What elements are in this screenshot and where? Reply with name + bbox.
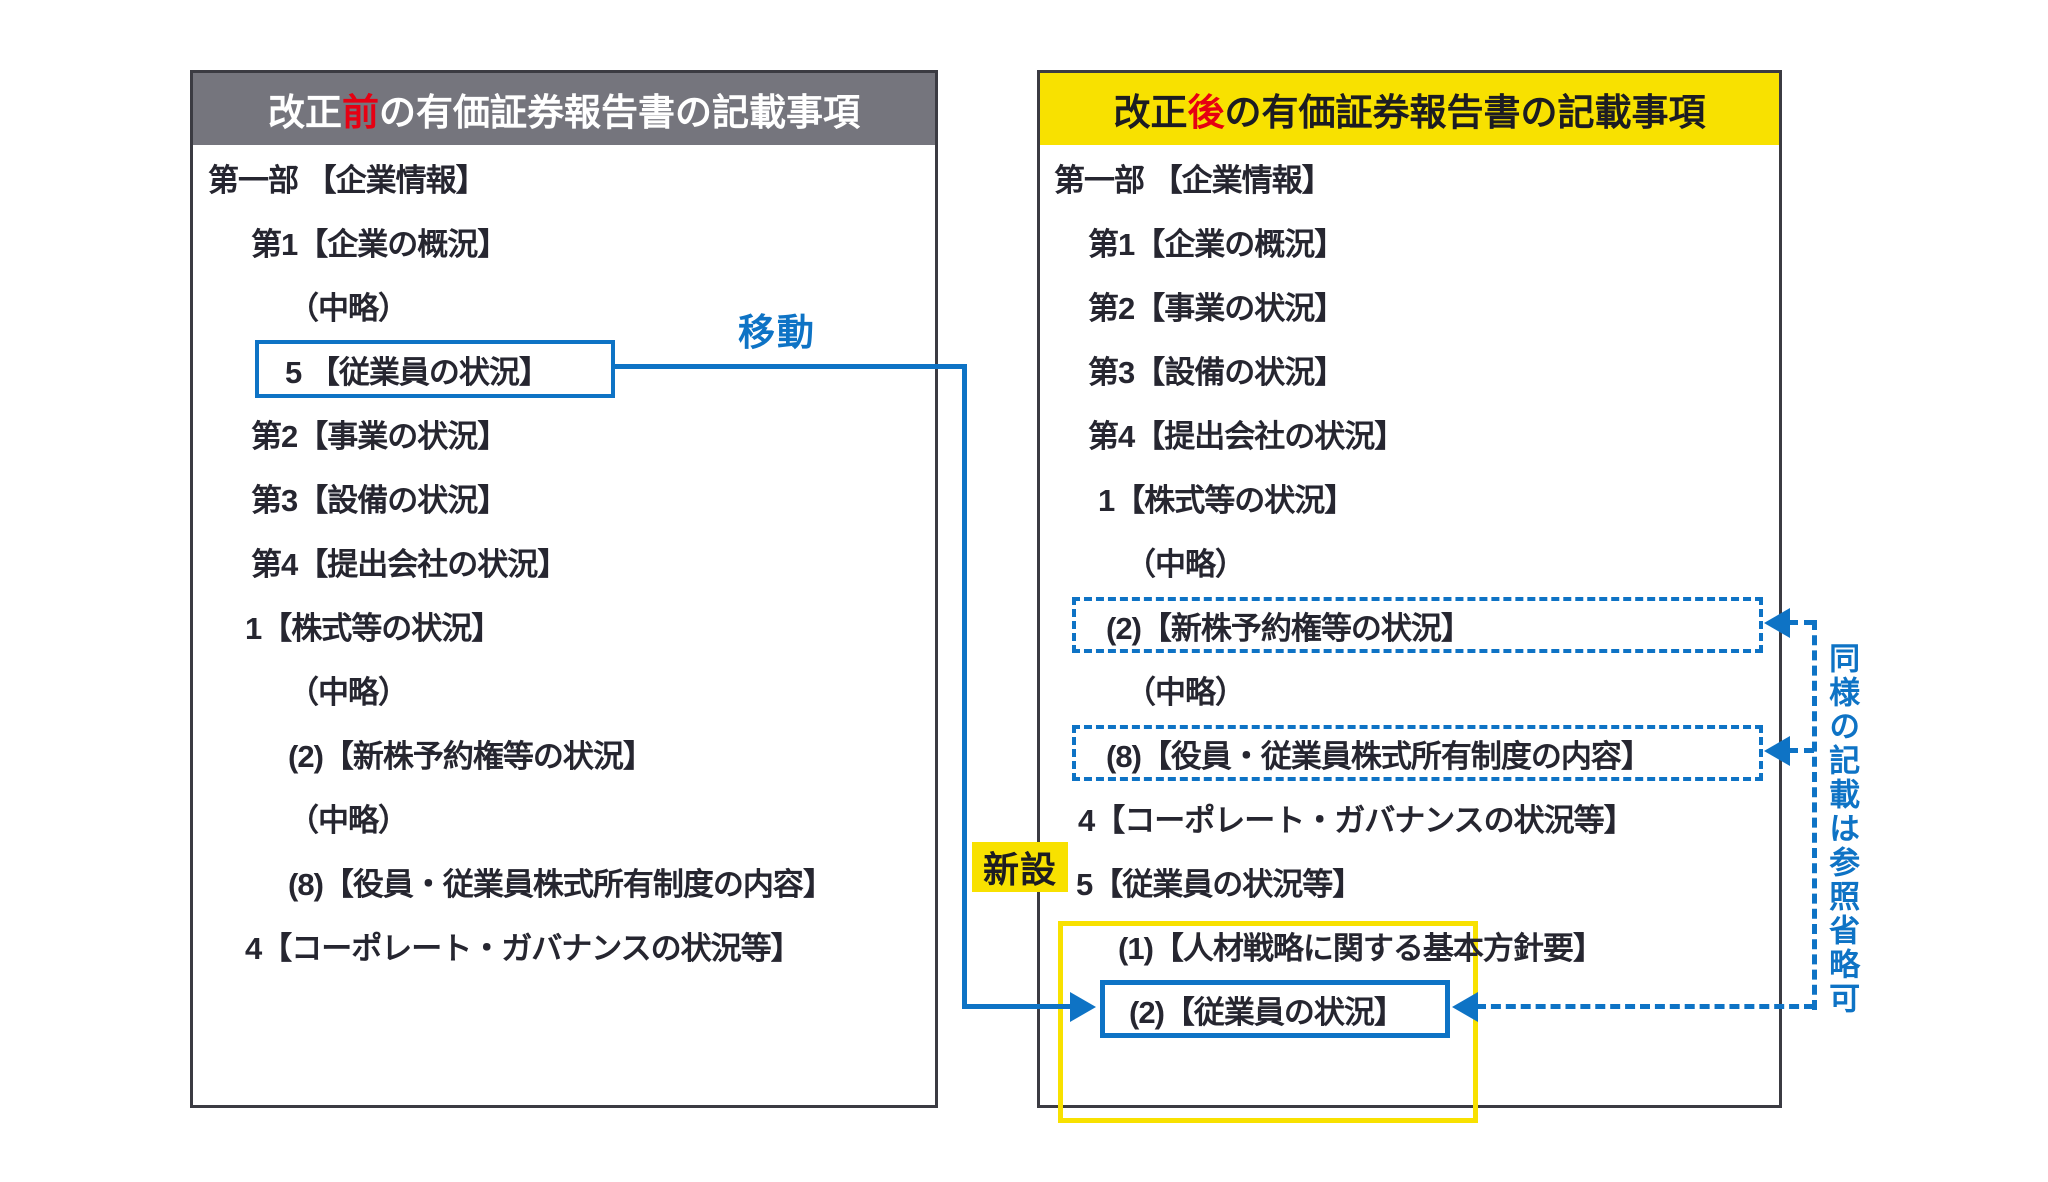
move-connector-vertical: [962, 364, 967, 1009]
panel-before-title: 改正前の有価証券報告書の記載事項: [193, 73, 935, 145]
toc-item: 第3【設備の状況】: [251, 482, 508, 518]
panel-after-revision: 改正後の有価証券報告書の記載事項 第一部 【企業情報】 第1【企業の概況】 第2…: [1037, 70, 1782, 1123]
toc-item: 1【株式等の状況】: [1098, 482, 1355, 518]
title-highlight-before: 前: [342, 92, 379, 133]
panel-after-body: 第一部 【企業情報】 第1【企業の概況】 第2【事業の状況】 第3【設備の状況】…: [1040, 145, 1779, 1123]
toc-item: 1【株式等の状況】: [245, 610, 502, 646]
toc-item: 第4【提出会社の状況】: [251, 546, 568, 582]
reference-arrowhead-bottom-icon: [1452, 992, 1478, 1022]
toc-item: 4【コーポレート・ガバナンスの状況等】: [1078, 802, 1635, 838]
toc-item: 5 【従業員の状況】: [285, 354, 550, 390]
title-prefix: 改正: [268, 92, 342, 133]
toc-item: 第2【事業の状況】: [251, 418, 508, 454]
toc-item: (8)【役員・従業員株式所有制度の内容】: [288, 866, 834, 902]
new-section-highlight-box: [1058, 921, 1478, 1123]
title-prefix: 改正: [1113, 92, 1188, 133]
toc-item-stock-options-row: (2)【新株予約権等の状況】: [1040, 593, 1779, 657]
panel-before-revision: 改正前の有価証券報告書の記載事項 第一部 【企業情報】 第1【企業の概況】 （中…: [190, 70, 938, 1108]
toc-item: 第1【企業の概況】: [251, 226, 508, 262]
toc-item: (2)【新株予約権等の状況】: [288, 738, 654, 774]
title-highlight-after: 後: [1187, 92, 1225, 133]
toc-item: (2)【新株予約権等の状況】: [1106, 610, 1472, 646]
reference-connector-stub-middle: [1788, 748, 1814, 753]
move-connector-horizontal-bottom: [962, 1004, 1074, 1009]
moved-item-target-box: (2)【従業員の状況】: [1100, 980, 1450, 1038]
new-section-badge: 新設: [972, 842, 1068, 892]
toc-item-ellipsis: （中略）: [1125, 546, 1246, 582]
toc-item-employee-status-new-row: (2)【従業員の状況】: [1040, 977, 1779, 1041]
toc-item: 第1【企業の概況】: [1088, 226, 1345, 262]
title-suffix: の有価証券報告書の記載事項: [1224, 92, 1706, 133]
panel-before-body: 第一部 【企業情報】 第1【企業の概況】 （中略） 5 【従業員の状況】 第2【…: [193, 145, 935, 977]
reference-connector-stub-top: [1788, 620, 1814, 625]
toc-item: 第4【提出会社の状況】: [1088, 418, 1405, 454]
toc-item: (2)【従業員の状況】: [1129, 994, 1405, 1030]
panel-after-title: 改正後の有価証券報告書の記載事項: [1040, 73, 1779, 145]
toc-item: 第2【事業の状況】: [1088, 290, 1345, 326]
toc-item: 第3【設備の状況】: [1088, 354, 1345, 390]
toc-item: 4【コーポレート・ガバナンスの状況等】: [245, 930, 802, 966]
toc-item: 5【従業員の状況等】: [1076, 866, 1363, 902]
toc-item: (8)【役員・従業員株式所有制度の内容】: [1106, 738, 1652, 774]
reference-dashed-box: (8)【役員・従業員株式所有制度の内容】: [1072, 725, 1763, 781]
reference-dashed-box: (2)【新株予約権等の状況】: [1072, 597, 1763, 653]
move-connector-horizontal-top: [615, 364, 966, 369]
toc-item: (1)【人材戦略に関する基本方針要】: [1118, 930, 1604, 966]
toc-item-ellipsis: （中略）: [288, 290, 409, 326]
reference-connector-vertical: [1812, 620, 1817, 1010]
reference-arrowhead-middle-icon: [1764, 736, 1790, 766]
title-suffix: の有価証券報告書の記載事項: [379, 92, 860, 133]
toc-item: 第一部 【企業情報】: [208, 162, 487, 198]
toc-item: 第一部 【企業情報】: [1054, 162, 1333, 198]
reference-side-note: 同様の記載は参照省略可: [1824, 642, 1860, 1016]
reference-arrowhead-top-icon: [1764, 608, 1790, 638]
move-label: 移動: [738, 312, 816, 353]
toc-item-share-ownership-row: (8)【役員・従業員株式所有制度の内容】: [1040, 721, 1779, 785]
moved-item-highlight-box: 5 【従業員の状況】: [255, 340, 615, 398]
toc-item-ellipsis: （中略）: [1125, 674, 1246, 710]
toc-item-ellipsis: （中略）: [288, 802, 409, 838]
toc-item-employee-status-row: 5 【従業員の状況】: [193, 337, 935, 401]
move-arrowhead-icon: [1070, 992, 1096, 1022]
reference-connector-stub-bottom: [1476, 1004, 1814, 1009]
toc-item-ellipsis: （中略）: [288, 674, 409, 710]
